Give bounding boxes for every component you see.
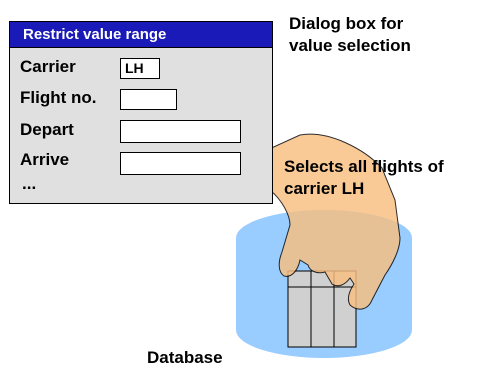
pointing-hand-icon: [244, 133, 401, 310]
database-label: Database: [147, 348, 223, 367]
arrive-field[interactable]: [120, 152, 241, 175]
selects-caption-line1: Selects all flights of: [284, 157, 444, 176]
more-fields-ellipsis: ...: [22, 174, 37, 193]
carrier-field[interactable]: LH: [120, 58, 160, 79]
dialog-caption: Dialog box for value selection: [289, 13, 411, 57]
arrive-label: Arrive: [20, 150, 70, 169]
flight-no-label: Flight no.: [20, 88, 97, 107]
carrier-label: Carrier: [20, 57, 76, 76]
dialog-caption-line2: value selection: [289, 36, 411, 55]
flight-no-field[interactable]: [120, 89, 177, 110]
restrict-value-dialog: Restrict value range Carrier LH Flight n…: [9, 21, 273, 204]
selects-caption-line2: carrier LH: [284, 179, 365, 198]
selects-caption: Selects all flights of carrier LH: [284, 156, 444, 200]
depart-label: Depart: [20, 120, 74, 139]
dialog-title: Restrict value range: [10, 22, 272, 48]
depart-field[interactable]: [120, 120, 241, 143]
dialog-caption-line1: Dialog box for: [289, 14, 404, 33]
